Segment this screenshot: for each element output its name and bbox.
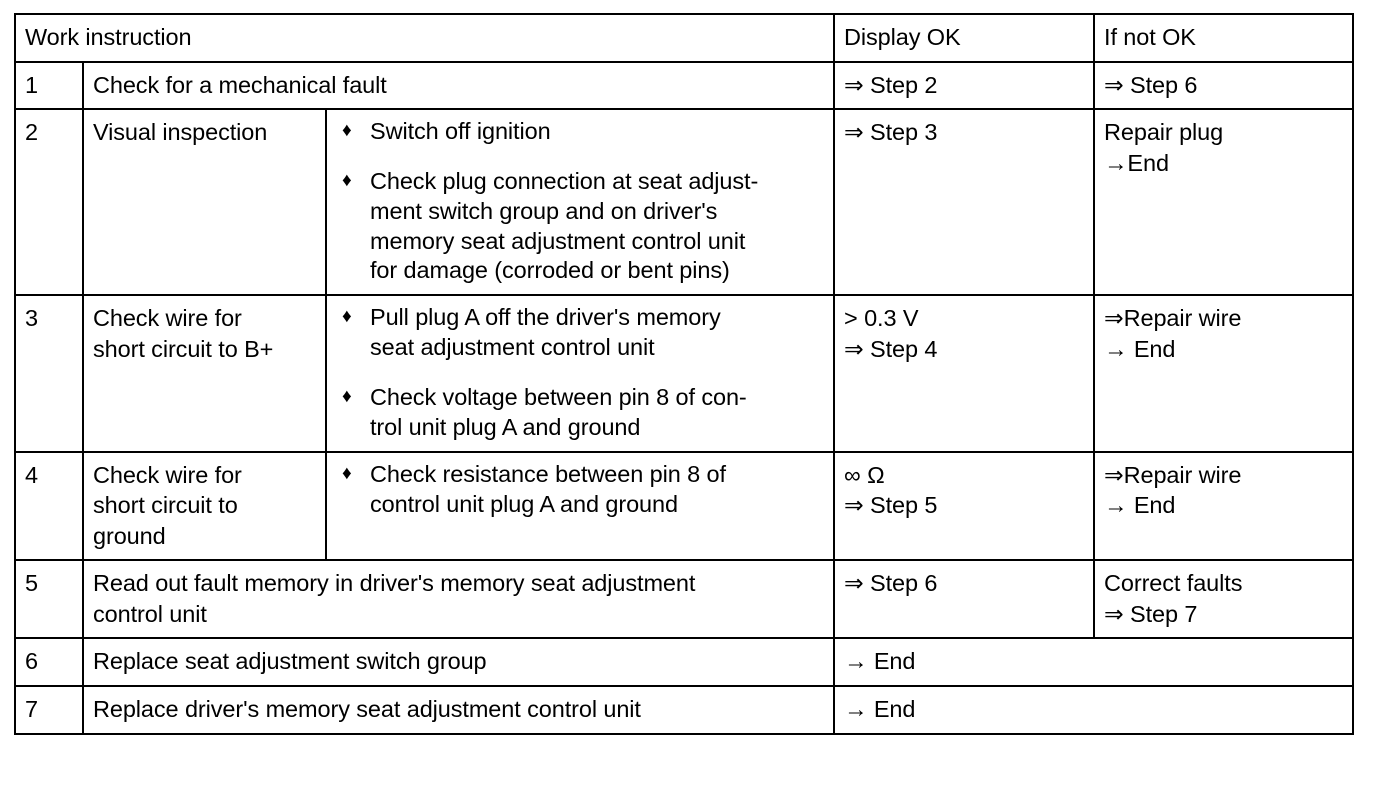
bullet-item: ♦ Pull plug A off the driver's memory seat… [336,303,824,363]
text-line: → End [844,648,916,675]
text-line: → End [1104,492,1176,519]
text-line: Check plug connection at seat adjust- [370,167,759,194]
text-line: short circuit to B+ [93,335,274,362]
text-line: Check wire for [93,461,242,488]
column-header-display-ok: Display OK [833,13,1096,63]
text-line: seat adjustment control unit [370,334,655,361]
step-number-cell: 1 [14,60,84,111]
step-number-cell: 6 [14,637,84,687]
if-not-ok-cell: ⇒Repair wire → End [1093,294,1355,453]
if-not-ok-cell: Correct faults ⇒ Step 7 [1093,559,1355,640]
column-header-if-not-ok: If not OK [1093,13,1355,63]
task-description-cell: Check for a mechanical fault [81,60,836,111]
text-line: ⇒Repair wire [1104,461,1242,488]
diamond-bullet-icon: ♦ [342,462,352,484]
task-detail-cell: ♦ Pull plug A off the driver's memory seat… [324,294,836,453]
text-line: Check voltage between pin 8 of con- [370,384,747,410]
table-header: Work instruction Display OK If not OK [13,13,1355,63]
step-number-cell: 4 [14,450,84,562]
display-ok-cell: ⇒ Step 3 [833,108,1096,297]
table-row: 4 Check wire for short circuit to ground ♦ Ch… [14,450,1355,562]
task-detail-cell: ♦ Switch off ignition ♦ Check plug connecti… [324,108,836,297]
bullet-item: ♦ Check plug connection at seat adjust-me… [336,167,824,286]
step-number-cell: 7 [14,684,84,735]
diamond-bullet-icon: ♦ [342,386,352,407]
text-line: ground [93,522,166,549]
task-description-cell: Replace driver's memory seat adjustment … [81,684,836,735]
display-ok-cell: ∞ Ω ⇒ Step 5 [833,450,1096,562]
table-row: 2 Visual inspection ♦ Switch off ignition ♦ C… [14,108,1355,297]
task-description-cell: Visual inspection [82,108,327,297]
text-line: Replace driver's memory seat adjustment … [93,695,641,722]
text-line: ∞ Ω [844,461,885,488]
if-not-ok-cell: ⇒ Step 6 [1093,60,1355,111]
text-line: Switch off ignition [370,118,551,145]
text-line: → End [1104,335,1176,362]
text-line: Visual inspection [93,119,268,146]
text-line: Correct faults [1104,570,1243,597]
text-line: Check for a mechanical fault [93,71,387,98]
diamond-bullet-icon: ♦ [342,169,352,191]
display-ok-cell: ⇒ Step 2 [833,60,1096,111]
display-ok-cell: → End [833,684,1355,735]
table-body: 1 Check for a mechanical fault ⇒ Step 2 ⇒ S… [14,60,1355,735]
text-line: ⇒Repair wire [1104,305,1242,332]
bullet-item: ♦ Check voltage between pin 8 of con-trol… [336,383,824,443]
text-line: ⇒ Step 5 [844,492,938,519]
step-number-cell: 3 [14,294,84,453]
text-line: → End [844,695,916,722]
text-line: ⇒ Step 7 [1104,600,1198,627]
text-line: Replace seat adjustment switch group [93,648,487,675]
display-ok-cell: → End [833,637,1355,687]
bullet-item: ♦ Switch off ignition [336,117,824,147]
text-line: ⇒ Step 6 [1104,71,1198,98]
text-line: trol unit plug A and ground [370,413,641,440]
table-row: 1 Check for a mechanical fault ⇒ Step 2 ⇒ S… [14,60,1355,111]
bullet-list: ♦ Check resistance between pin 8 of contro… [336,460,824,520]
task-detail-cell: ♦ Check resistance between pin 8 of contro… [324,450,836,562]
text-line: ⇒ Step 4 [844,335,938,362]
text-line: Pull plug A off the driver's memory [370,304,721,331]
text-line: ⇒ Step 3 [844,119,938,146]
text-line: Repair plug [1104,119,1224,146]
text-line: control unit [93,600,207,627]
task-description-cell: Read out fault memory in driver's memory… [81,559,836,640]
table-row: 5 Read out fault memory in driver's memor… [14,559,1355,640]
text-line: control unit plug A and ground [370,490,678,517]
task-description-cell: Replace seat adjustment switch group [81,637,836,687]
task-description-cell: Check wire for short circuit to B+ [82,294,327,453]
bullet-list: ♦ Switch off ignition ♦ Check plug connecti… [336,117,824,286]
text-line: Read out fault memory in driver's memory… [93,570,696,597]
table-row: 6 Replace seat adjustment switch group → E… [14,637,1355,687]
if-not-ok-cell: Repair plug →End [1093,108,1355,297]
step-number-cell: 2 [14,108,84,297]
task-description-cell: Check wire for short circuit to ground [82,450,327,562]
table-row: 7 Replace driver's memory seat adjustment… [14,684,1355,735]
text-line: →End [1104,149,1169,176]
table-row: 3 Check wire for short circuit to B+ ♦ Pull … [14,294,1355,453]
text-line: memory seat adjustment control unit [370,227,746,254]
text-line: ment switch group and on driver's [370,197,718,224]
text-line: Check wire for [93,305,242,332]
display-ok-cell: > 0.3 V ⇒ Step 4 [833,294,1096,453]
diamond-bullet-icon: ♦ [342,120,352,142]
text-line: Check resistance between pin 8 of [370,460,726,487]
bullet-item: ♦ Check resistance between pin 8 of contro… [336,460,824,520]
step-number-cell: 5 [14,559,84,640]
header-row: Work instruction Display OK If not OK [13,13,1355,63]
diamond-bullet-icon: ♦ [342,306,352,328]
if-not-ok-cell: ⇒Repair wire → End [1093,450,1355,562]
bullet-list: ♦ Pull plug A off the driver's memory seat… [336,303,824,442]
display-ok-cell: ⇒ Step 6 [833,559,1096,640]
text-line: ⇒ Step 2 [844,71,938,98]
column-header-work-instruction: Work instruction [13,13,836,63]
text-line: short circuit to [93,492,238,519]
text-line: ⇒ Step 6 [844,570,938,597]
text-line: > 0.3 V [844,305,919,332]
text-line: for damage (corroded or bent pins) [370,257,730,284]
